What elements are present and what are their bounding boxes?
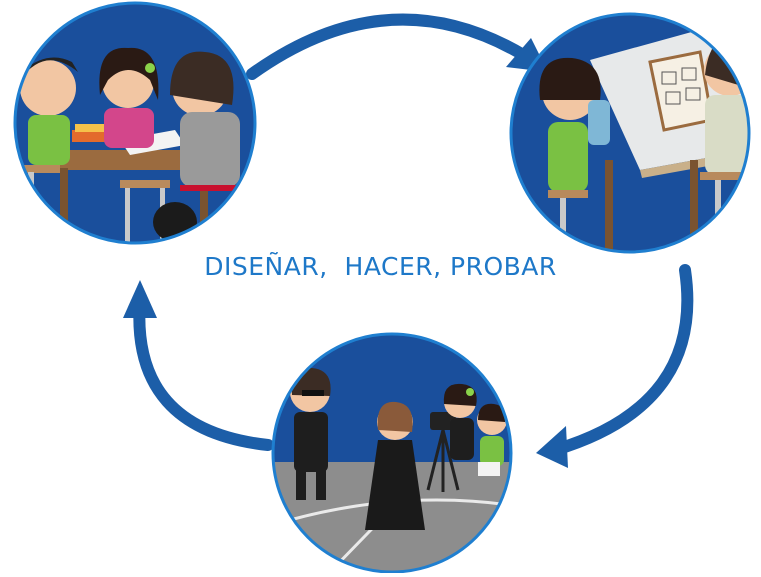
cycle-title: DISEÑAR, HACER, PROBAR (204, 252, 557, 281)
design-circle (13, 1, 257, 245)
arrow-left-head (123, 280, 157, 318)
arrow-top (246, 13, 531, 80)
arrow-right (549, 264, 694, 456)
make-circle (509, 12, 751, 254)
arrow-right-head (536, 426, 568, 468)
arrow-left (133, 294, 274, 451)
test-circle (271, 332, 513, 574)
